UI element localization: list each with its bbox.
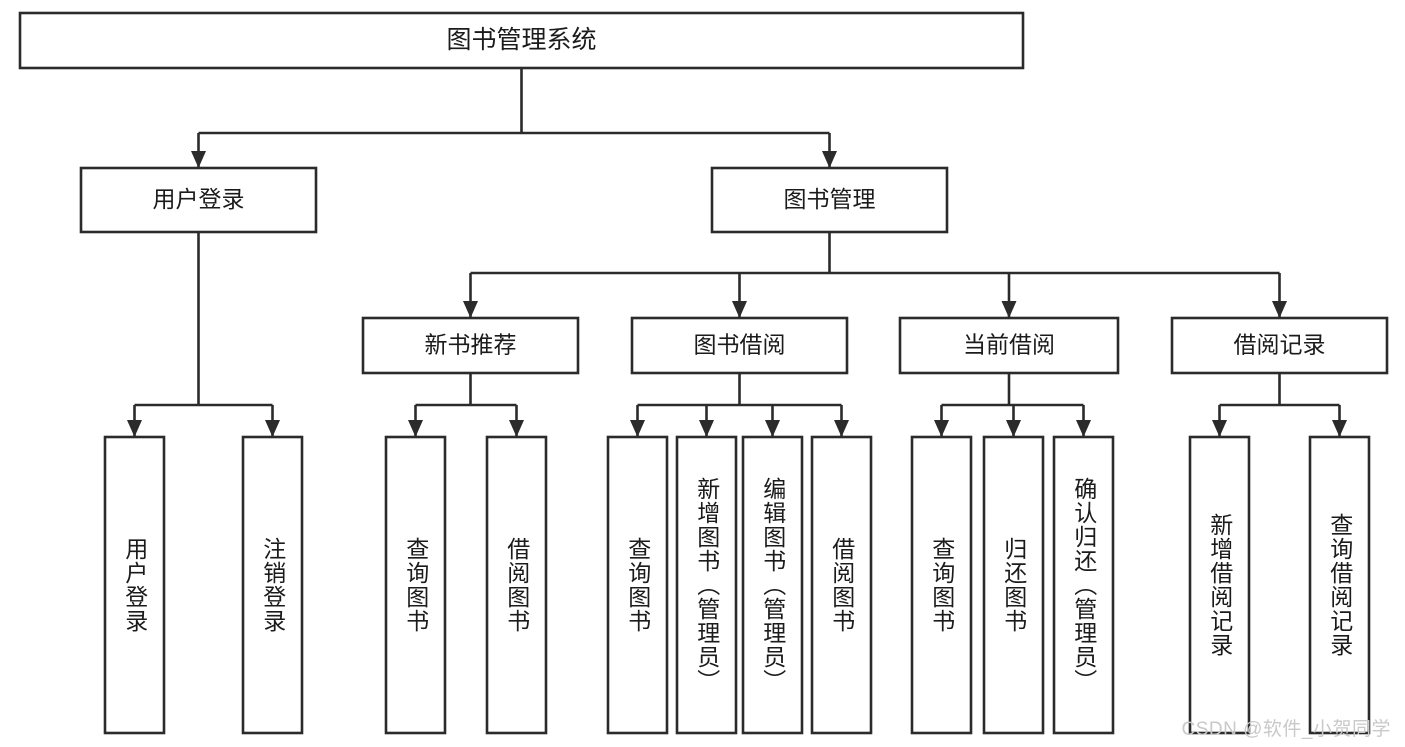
- arrow-head: [1006, 420, 1021, 437]
- arrow-head: [408, 420, 423, 437]
- arrow-head: [191, 151, 206, 168]
- node-label-user-login: 用户登录: [153, 186, 245, 212]
- node-box-leaf-query-book-current[interactable]: [910, 435, 973, 735]
- arrow-head: [765, 420, 780, 437]
- node-box-leaf-return-book[interactable]: [982, 435, 1045, 735]
- arrow-head: [1212, 420, 1227, 437]
- arrow-head: [834, 420, 849, 437]
- node-box-book-manage[interactable]: [710, 166, 949, 234]
- node-box-leaf-borrow-book-rec[interactable]: [485, 435, 548, 735]
- arrow-head: [127, 420, 142, 437]
- node-box-current-borrow[interactable]: [898, 316, 1120, 375]
- arrow-head: [463, 301, 478, 318]
- node-box-new-book-rec[interactable]: [361, 316, 580, 375]
- node-label-new-book-rec: 新书推荐: [425, 332, 517, 358]
- node-label-book-manage: 图书管理: [784, 186, 876, 212]
- arrow-head: [509, 420, 524, 437]
- arrow-head: [630, 420, 645, 437]
- arrow-head: [265, 420, 280, 437]
- node-label-borrow-record: 借阅记录: [1234, 332, 1326, 358]
- node-box-layer: [18, 11, 1389, 735]
- node-label-root: 图书管理系统: [446, 26, 596, 54]
- node-box-leaf-borrow-book[interactable]: [810, 435, 873, 735]
- arrow-head: [1076, 420, 1091, 437]
- node-box-leaf-add-book[interactable]: [675, 435, 738, 735]
- node-label-current-borrow: 当前借阅: [963, 332, 1055, 358]
- node-box-book-borrow[interactable]: [630, 316, 849, 375]
- node-box-leaf-query-record[interactable]: [1308, 435, 1371, 735]
- node-box-leaf-add-record[interactable]: [1188, 435, 1251, 735]
- arrow-head: [1332, 420, 1347, 437]
- arrow-head: [822, 151, 837, 168]
- arrow-head: [1001, 301, 1017, 318]
- node-box-leaf-edit-book[interactable]: [741, 435, 804, 735]
- arrow-head: [732, 301, 747, 318]
- node-box-leaf-query-book-rec[interactable]: [384, 435, 447, 735]
- node-box-leaf-query-book-borrow[interactable]: [606, 435, 669, 735]
- node-label-book-borrow: 图书借阅: [694, 332, 786, 358]
- watermark: CSDN @软件_小贺同学: [1181, 719, 1391, 740]
- node-box-user-login[interactable]: [79, 166, 318, 234]
- arrow-head: [934, 420, 949, 437]
- connector-layer: [127, 68, 1347, 437]
- arrow-head: [1272, 301, 1287, 318]
- node-box-leaf-confirm-return[interactable]: [1052, 435, 1115, 735]
- node-box-root[interactable]: [18, 11, 1025, 70]
- arrow-head: [699, 420, 714, 437]
- node-box-borrow-record[interactable]: [1170, 316, 1389, 375]
- node-box-leaf-user-login[interactable]: [103, 435, 166, 735]
- node-box-leaf-user-logout[interactable]: [241, 435, 304, 735]
